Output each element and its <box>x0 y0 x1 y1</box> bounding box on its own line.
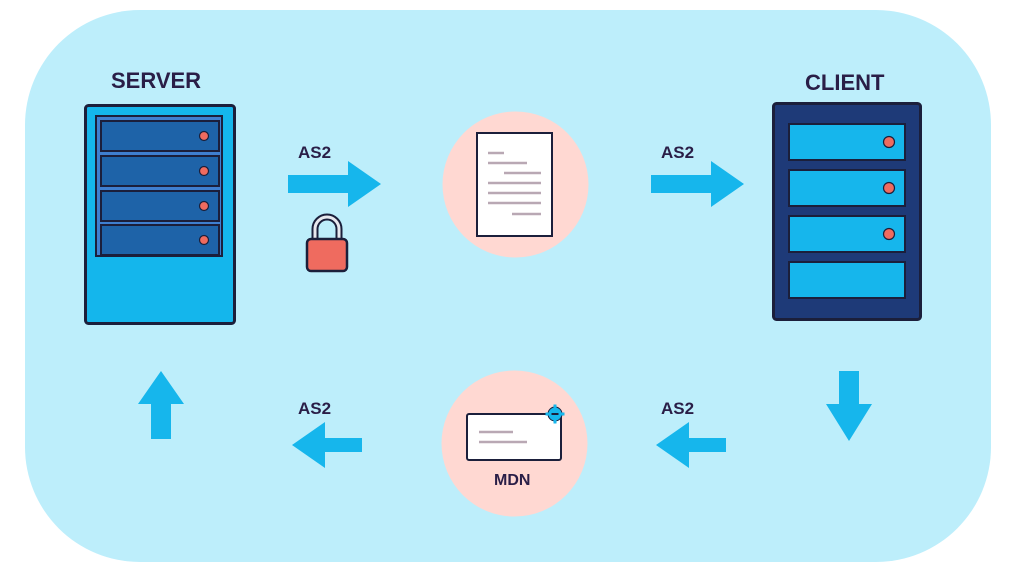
arrow-down-icon <box>826 371 872 441</box>
gear-icon <box>545 404 565 424</box>
arrow-right-icon <box>651 161 744 207</box>
client-icon <box>772 102 922 321</box>
server-label: SERVER <box>111 68 202 93</box>
client-label: CLIENT <box>805 70 885 95</box>
arrow-up-icon <box>138 371 184 439</box>
server-icon <box>84 104 236 325</box>
mdn-label: MDN <box>494 472 531 489</box>
arrow-right-icon <box>288 161 381 207</box>
mdn-envelope-icon <box>441 370 588 517</box>
arrow-left-icon <box>292 422 362 468</box>
lock-icon <box>305 213 349 273</box>
edge-label-client-to-mdn: AS2 <box>661 399 695 418</box>
edge-label-mdn-to-server: AS2 <box>298 399 332 418</box>
document-icon <box>442 111 589 258</box>
edge-label-server-to-doc: AS2 <box>298 143 332 162</box>
arrow-left-icon <box>656 422 726 468</box>
edge-label-doc-to-client: AS2 <box>661 143 695 162</box>
